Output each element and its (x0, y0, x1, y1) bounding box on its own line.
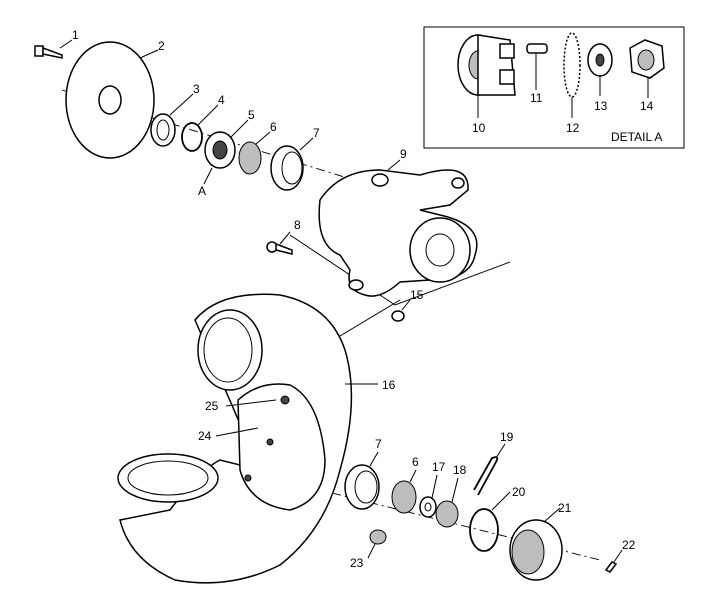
part-6-bearing-cone-lower (391, 469, 417, 514)
part-18-nut (435, 477, 459, 528)
part-16-tire (117, 293, 378, 584)
callout-6-upper: 6 (270, 120, 277, 134)
detail-part-12 (563, 32, 581, 98)
callout-3: 3 (193, 82, 200, 96)
part-5-splined-hub (204, 119, 249, 169)
callout-24: 24 (198, 429, 212, 443)
part-19-cotter-pin (473, 443, 506, 496)
detail-a-box (423, 26, 685, 149)
callout-14: 14 (640, 99, 654, 113)
callout-21: 21 (558, 501, 572, 515)
part-17-washer (419, 474, 438, 518)
detail-part-10 (457, 34, 516, 96)
callout-20: 20 (512, 485, 526, 499)
detail-part-11 (526, 43, 548, 54)
detail-part-14 (629, 39, 665, 79)
callout-2: 2 (158, 39, 165, 53)
callout-7-lower: 7 (375, 437, 382, 451)
callout-9: 9 (400, 147, 407, 161)
part-9-hub-spindle (318, 159, 478, 297)
callout-a: A (198, 184, 206, 198)
callout-4: 4 (218, 93, 225, 107)
detail-part-13 (587, 43, 613, 77)
part-6-bearing-cone-upper (238, 131, 271, 175)
callout-11: 11 (530, 91, 543, 105)
callout-1: 1 (72, 28, 79, 42)
detail-a-label: DETAIL A (611, 130, 662, 144)
callout-16: 16 (382, 378, 396, 392)
part-2-brake-disc (65, 41, 159, 159)
callout-10: 10 (472, 121, 486, 135)
part-3-seal (150, 93, 194, 147)
callout-18: 18 (453, 463, 467, 477)
callout-12: 12 (566, 121, 580, 135)
callout-6-lower: 6 (412, 455, 419, 469)
callout-22: 22 (622, 538, 636, 552)
part-22-screw (604, 549, 623, 573)
part-1-bolt (34, 39, 73, 59)
callout-15: 15 (410, 288, 424, 302)
part-15-nut (391, 299, 411, 322)
callout-8: 8 (294, 218, 301, 232)
callout-7-upper: 7 (313, 126, 320, 140)
part-21-hub-cap (509, 507, 563, 581)
callout-17: 17 (432, 460, 446, 474)
callout-13: 13 (594, 99, 608, 113)
bracket-line-hub (289, 234, 511, 306)
part-23-valve-nut (367, 529, 387, 559)
part-4-ring (181, 104, 219, 152)
callout-23: 23 (350, 556, 364, 570)
callout-25: 25 (205, 399, 219, 413)
part-7-bearing-cup-upper (270, 137, 314, 191)
callout-19: 19 (500, 430, 514, 444)
part-8-bolt (266, 231, 293, 255)
part-24-rim (237, 383, 326, 511)
callout-5: 5 (248, 108, 255, 122)
part-20-o-ring (469, 491, 511, 552)
part-7-bearing-cup-lower (344, 451, 380, 510)
